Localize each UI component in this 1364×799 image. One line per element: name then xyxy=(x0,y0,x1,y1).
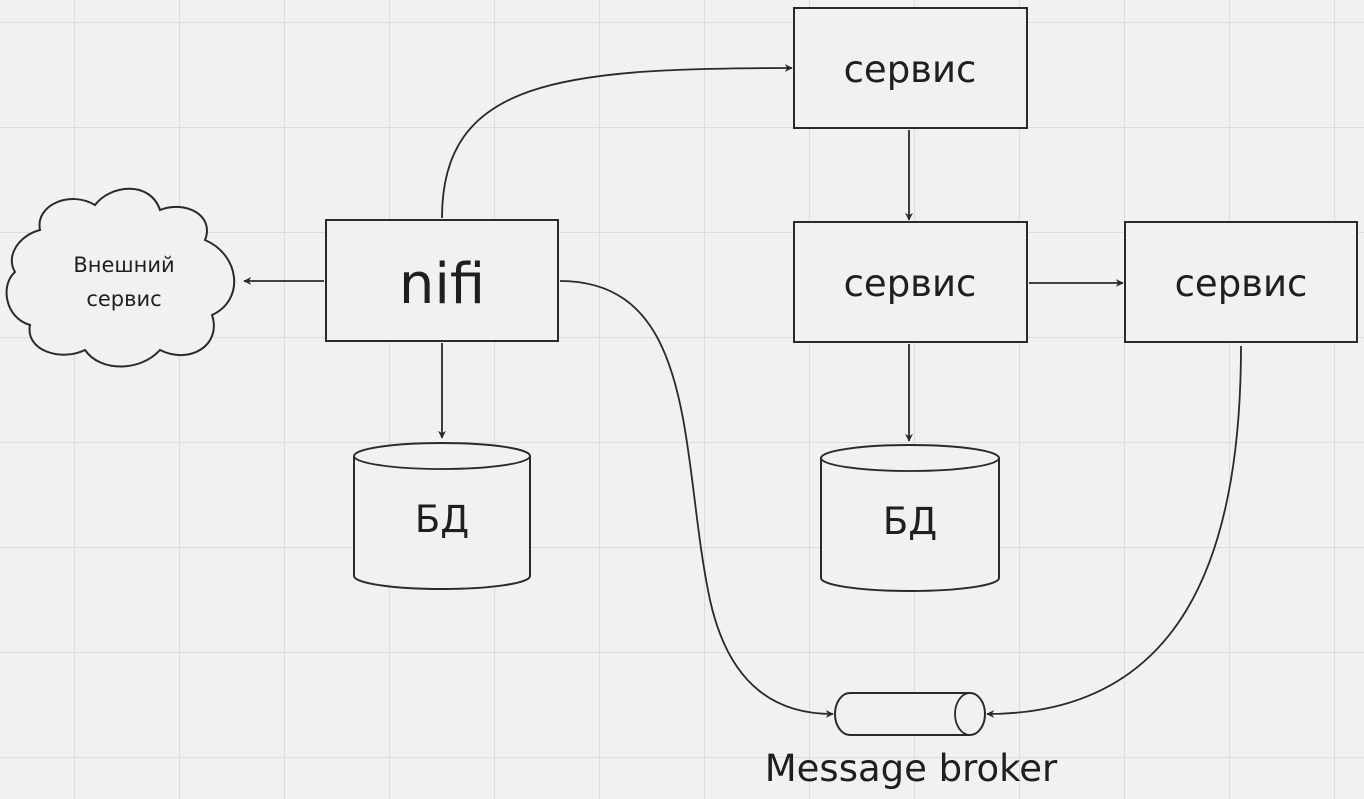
service-top-label: сервис xyxy=(844,48,977,91)
db-left-top-rim xyxy=(353,455,531,470)
edge-nifi-to-message-broker[interactable] xyxy=(559,280,834,718)
external-service-label-line2: сервис xyxy=(86,287,161,311)
node-service-middle[interactable]: сервис xyxy=(793,221,1028,343)
node-external-service[interactable]: Внешний сервис xyxy=(5,187,236,368)
db-right-cylinder xyxy=(820,444,1000,592)
db-left-cylinder xyxy=(353,442,531,590)
service-middle-box xyxy=(793,221,1028,343)
node-db-left[interactable]: БД xyxy=(353,442,531,590)
db-left-label: БД xyxy=(415,498,469,541)
service-right-label: сервис xyxy=(1175,262,1308,305)
node-message-broker[interactable]: Message broker xyxy=(765,692,1058,790)
nifi-label: nifi xyxy=(399,252,485,317)
service-middle-label: сервис xyxy=(844,262,977,305)
message-broker-end-rim xyxy=(954,692,971,736)
nifi-box xyxy=(325,219,559,342)
message-broker-label: Message broker xyxy=(765,747,1058,790)
node-service-right[interactable]: сервис xyxy=(1124,221,1358,343)
cloud-shape xyxy=(5,187,236,368)
edge-service-right-to-message-broker[interactable] xyxy=(986,345,1242,718)
node-service-top[interactable]: сервис xyxy=(793,7,1028,129)
service-top-box xyxy=(793,7,1028,129)
edge-nifi-to-service-top[interactable] xyxy=(441,64,793,219)
db-right-label: БД xyxy=(883,500,937,543)
service-right-box xyxy=(1124,221,1358,343)
node-nifi[interactable]: nifi xyxy=(325,219,559,342)
node-db-right[interactable]: БД xyxy=(820,444,1000,592)
external-service-label-line1: Внешний xyxy=(73,253,174,277)
message-broker-tube xyxy=(834,692,986,736)
edges xyxy=(243,64,1242,718)
db-right-top-rim xyxy=(820,457,1000,472)
